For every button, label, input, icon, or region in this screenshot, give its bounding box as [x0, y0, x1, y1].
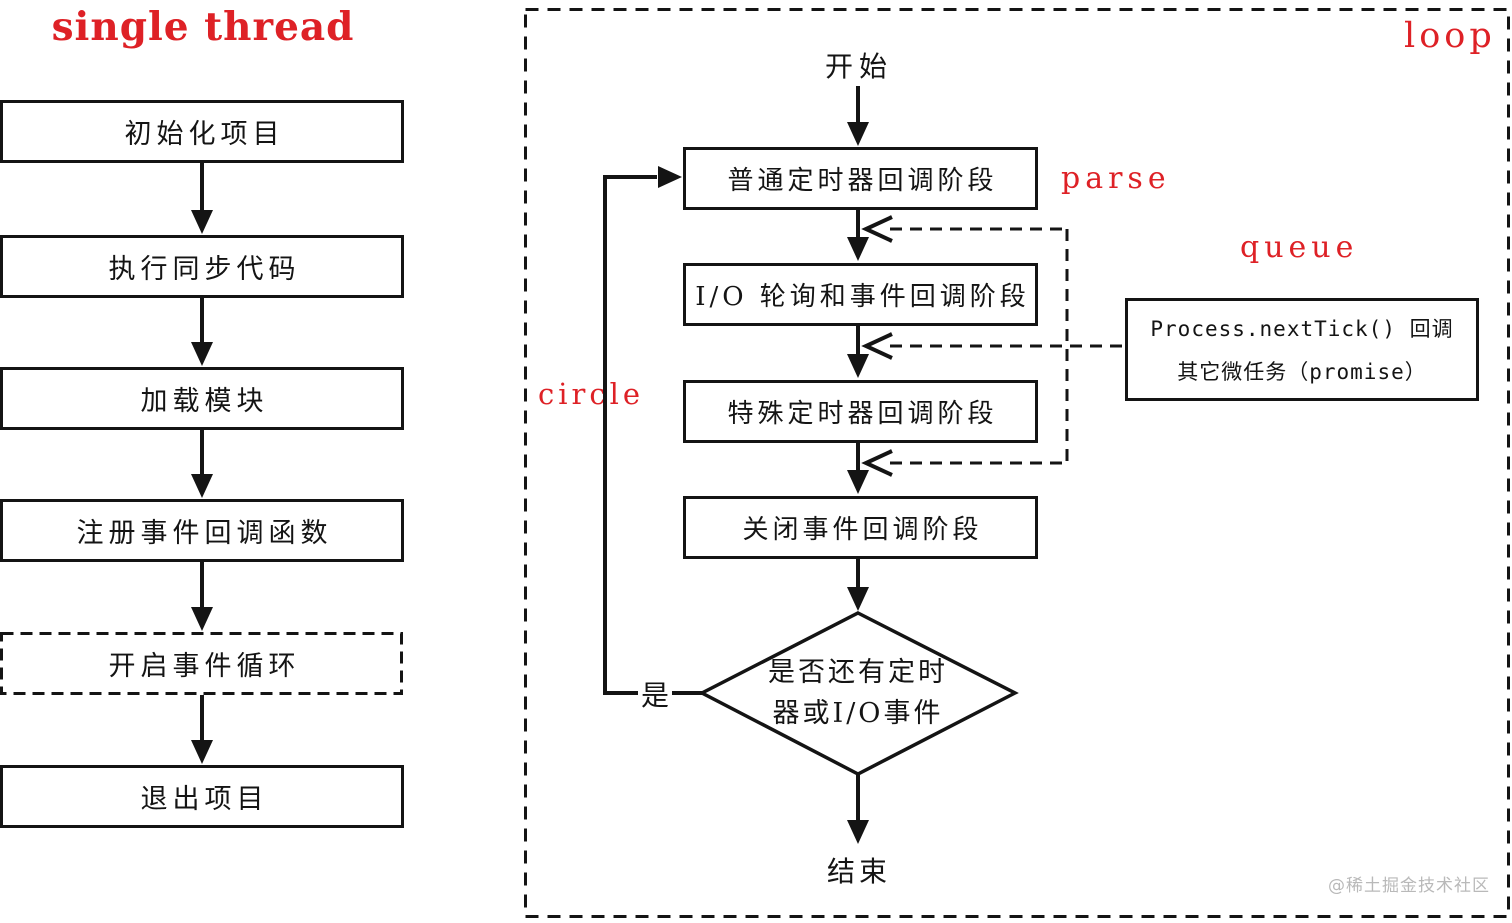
parse-label: parse	[1061, 161, 1171, 196]
microtask-box: Process.nextTick() 回调 其它微任务（promise）	[1125, 298, 1479, 401]
circle-label: circle	[538, 377, 645, 411]
microtask-line-nexttick: Process.nextTick() 回调	[1150, 317, 1454, 342]
circle-loop-arrowhead	[658, 166, 682, 188]
loop-dashed-frame	[524, 8, 1510, 918]
flow-node-init-project: 初始化项目	[0, 100, 404, 163]
decision-text-line2: 器或I/O事件	[772, 698, 944, 729]
decision-text: 是否还有定时 器或I/O事件	[740, 652, 976, 734]
microtask-line-promise: 其它微任务（promise）	[1177, 359, 1427, 384]
loop-flow-arrowheads	[847, 122, 869, 844]
end-label: 结束	[826, 855, 891, 888]
flow-node-exit-project: 退出项目	[0, 765, 404, 828]
flow-node-register-callbacks: 注册事件回调函数	[0, 499, 404, 562]
watermark: @稀土掘金技术社区	[1328, 876, 1490, 896]
decision-text-line1: 是否还有定时	[768, 657, 948, 688]
single-thread-title: single thread	[51, 4, 355, 50]
phase-close-events: 关闭事件回调阶段	[683, 496, 1038, 559]
flow-node-load-modules: 加载模块	[0, 367, 404, 430]
loop-label: loop	[1404, 16, 1496, 56]
queue-label: queue	[1240, 230, 1359, 265]
yes-branch-label: 是	[638, 674, 673, 714]
phase-io-poll-events: I/O 轮询和事件回调阶段	[683, 263, 1038, 326]
flow-node-start-event-loop: 开启事件循环	[0, 632, 404, 695]
phase-normal-timers: 普通定时器回调阶段	[683, 147, 1038, 210]
flow-node-run-sync-code: 执行同步代码	[0, 235, 404, 298]
phase-special-timers: 特殊定时器回调阶段	[683, 380, 1038, 443]
start-label: 开始	[824, 50, 893, 83]
